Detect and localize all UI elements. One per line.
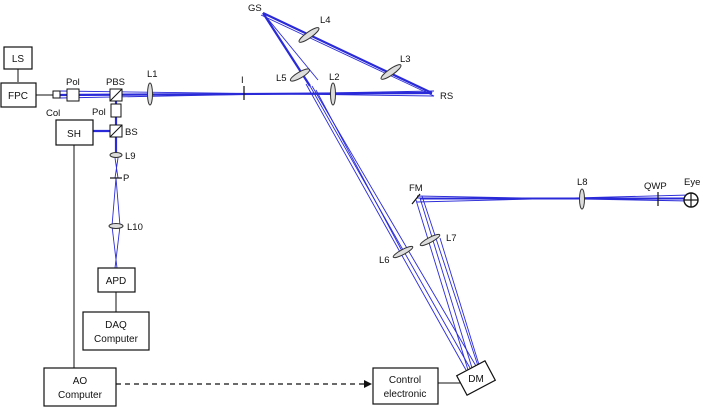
dm-box [455, 359, 497, 397]
daq-block: DAQ Computer [82, 311, 150, 351]
l7-label: L7 [446, 233, 457, 244]
lens-l3-icon [380, 64, 402, 80]
eye-icon [683, 192, 699, 208]
dm-label: DM [468, 374, 484, 385]
beam-rs-gs-upper-2 [260, 14, 435, 97]
beam-l5-dm-1 [309, 85, 471, 369]
beam-dm-fm-2 [421, 195, 479, 367]
l10-label: L10 [127, 222, 143, 233]
fm-label: FM [409, 183, 423, 194]
fpc-box [0, 82, 37, 108]
ls-block: LS [3, 46, 33, 70]
beam-paths [57, 12, 691, 371]
l6-label: L6 [379, 255, 390, 266]
col-label: Col [46, 108, 60, 119]
dm-block: DM [455, 359, 497, 397]
control-label-line2: electronic [384, 389, 427, 400]
beam-dm-fm-1 [419, 197, 473, 369]
l5-label: L5 [276, 73, 287, 84]
ao-label-line1: AO [73, 376, 88, 387]
sh-block: SH [55, 119, 94, 146]
daq-label-line1: DAQ [105, 320, 127, 331]
ao-box [43, 367, 117, 407]
fold-mirror-icon [411, 193, 421, 205]
beam-l10-apd-1 [111, 225, 118, 269]
pol1-label: Pol [66, 77, 80, 88]
beam-l5-dm-2 [311, 85, 477, 367]
gs-label: GS [248, 3, 262, 14]
beam-l5-l6 [315, 89, 403, 252]
apd-block: APD [97, 267, 136, 293]
fpc-block: FPC [0, 82, 37, 108]
daq-box [82, 311, 150, 351]
bs-label: BS [125, 127, 138, 138]
qwp-label: QWP [644, 181, 667, 192]
beam-fm-eye-3 [416, 194, 691, 203]
ls-label: LS [12, 54, 25, 65]
l8-label: L8 [577, 177, 588, 188]
rs-label: RS [440, 91, 453, 102]
collimator-icon [52, 90, 61, 99]
arrowhead-icon [364, 380, 372, 388]
polarizer-2-icon [110, 103, 122, 118]
apd-box [97, 267, 136, 293]
lens-l1-icon [147, 82, 153, 106]
i-label: I [241, 75, 244, 86]
control-block: Control electronic [372, 367, 439, 405]
control-box [372, 367, 439, 405]
l2-label: L2 [329, 72, 340, 83]
polarizer-1-icon [66, 88, 80, 102]
beam-rs-gs-upper [262, 12, 433, 94]
apd-label: APD [106, 276, 127, 287]
beam-dm-fm-3 [415, 199, 469, 371]
pol2-label: Pol [92, 107, 106, 118]
p-label: P [123, 173, 129, 184]
beam-l10-apd-2 [114, 225, 121, 269]
lens-l8-icon [579, 188, 585, 210]
beam-p-l10-2 [115, 177, 121, 227]
lens-l7-icon [419, 233, 441, 247]
beam-dm-fm-4 [439, 237, 481, 369]
connections [17, 69, 460, 388]
beam-l9-p-2 [114, 157, 119, 179]
l4-label: L4 [320, 15, 331, 26]
lens-l4-icon [298, 27, 320, 43]
lens-l10-icon [108, 223, 124, 229]
bs-diagonal [109, 124, 123, 138]
lens-l2-icon [330, 82, 336, 106]
beam-l5-dm-3 [305, 83, 467, 371]
lens-l6-icon [392, 245, 414, 259]
sh-box [55, 119, 94, 146]
pbs-label: PBS [106, 77, 125, 88]
control-label-line1: Control [389, 375, 421, 386]
beam-p-l10-1 [111, 177, 117, 227]
eye-label: Eye [684, 177, 700, 188]
fpc-label: FPC [8, 91, 28, 102]
l1-label: L1 [147, 69, 158, 80]
ao-block: AO Computer [43, 367, 117, 407]
ls-box [3, 46, 33, 70]
daq-label-line2: Computer [94, 334, 139, 345]
lens-l9-icon [109, 152, 123, 158]
ao-label-line2: Computer [58, 390, 103, 401]
lens-l5-icon [289, 68, 311, 82]
sh-label: SH [67, 129, 81, 140]
l3-label: L3 [400, 54, 411, 65]
l9-label: L9 [125, 151, 136, 162]
pbs-diagonal [109, 88, 123, 102]
